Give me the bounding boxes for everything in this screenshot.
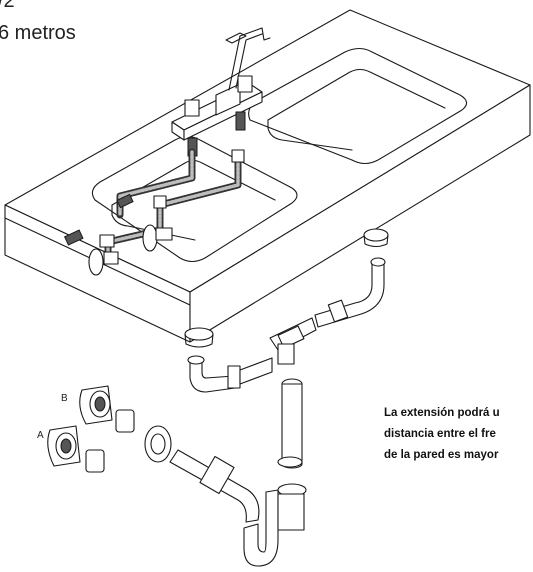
note-line-1: La extensión podrá u (384, 407, 500, 419)
note-line-3: de la pared es mayor (384, 449, 499, 461)
fitting-label-a: A (37, 430, 44, 441)
header-length-text: 6 metros (0, 22, 76, 44)
drain-assembly (169, 228, 389, 567)
fitting-label-b: B (61, 393, 68, 404)
faucet (171, 27, 271, 157)
right-basin (248, 47, 468, 165)
wall-fittings (47, 385, 172, 473)
header-fraction-text: /2 (0, 0, 15, 12)
shutoff-valves (63, 149, 245, 276)
note-line-2: distancia entre el fre (384, 428, 496, 440)
